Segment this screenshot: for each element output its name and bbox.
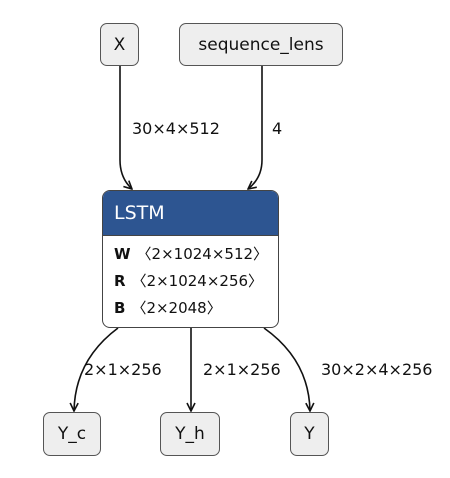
- edge-sequence-lens-to-lstm: [248, 66, 263, 189]
- edge-lstm-to-y-c: [74, 327, 119, 411]
- attribute-w-name: W: [114, 245, 131, 263]
- output-node-y-c[interactable]: Y_c: [43, 412, 101, 456]
- operator-node-lstm[interactable]: LSTM W 〈2×1024×512〉 R 〈2×1024×256〉 B 〈2×204…: [102, 190, 279, 328]
- attribute-b-value: 〈2×2048〉: [131, 299, 222, 317]
- output-node-y[interactable]: Y: [290, 412, 329, 456]
- operator-header: LSTM: [103, 191, 278, 236]
- input-node-x-label: X: [113, 34, 126, 55]
- attribute-w: W 〈2×1024×512〉: [114, 241, 278, 268]
- output-node-y-c-label: Y_c: [57, 424, 87, 444]
- attribute-w-value: 〈2×1024×512〉: [136, 245, 269, 263]
- edge-label-lstm-to-y-c: 2×1×256: [84, 360, 162, 379]
- edge-label-sequence-lens-to-lstm: 4: [272, 119, 283, 138]
- edge-label-x-to-lstm: 30×4×512: [132, 119, 220, 138]
- operator-title: LSTM: [114, 202, 165, 224]
- edge-lstm-to-y: [263, 327, 310, 411]
- attribute-b-name: B: [114, 299, 126, 317]
- input-node-sequence-lens[interactable]: sequence_lens: [179, 23, 343, 66]
- output-node-y-label: Y: [304, 424, 315, 444]
- input-node-sequence-lens-label: sequence_lens: [198, 34, 324, 55]
- edge-x-to-lstm: [119, 66, 132, 189]
- attribute-b: B 〈2×2048〉: [114, 295, 278, 322]
- edge-label-lstm-to-y: 30×2×4×256: [321, 360, 433, 379]
- output-node-y-h[interactable]: Y_h: [160, 412, 220, 456]
- output-node-y-h-label: Y_h: [175, 424, 205, 444]
- attribute-r: R 〈2×1024×256〉: [114, 268, 278, 295]
- input-node-x[interactable]: X: [100, 23, 139, 66]
- attribute-r-value: 〈2×1024×256〉: [131, 272, 264, 290]
- edge-label-lstm-to-y-h: 2×1×256: [203, 360, 281, 379]
- attribute-r-name: R: [114, 272, 126, 290]
- operator-attributes: W 〈2×1024×512〉 R 〈2×1024×256〉 B 〈2×2048〉: [103, 236, 278, 322]
